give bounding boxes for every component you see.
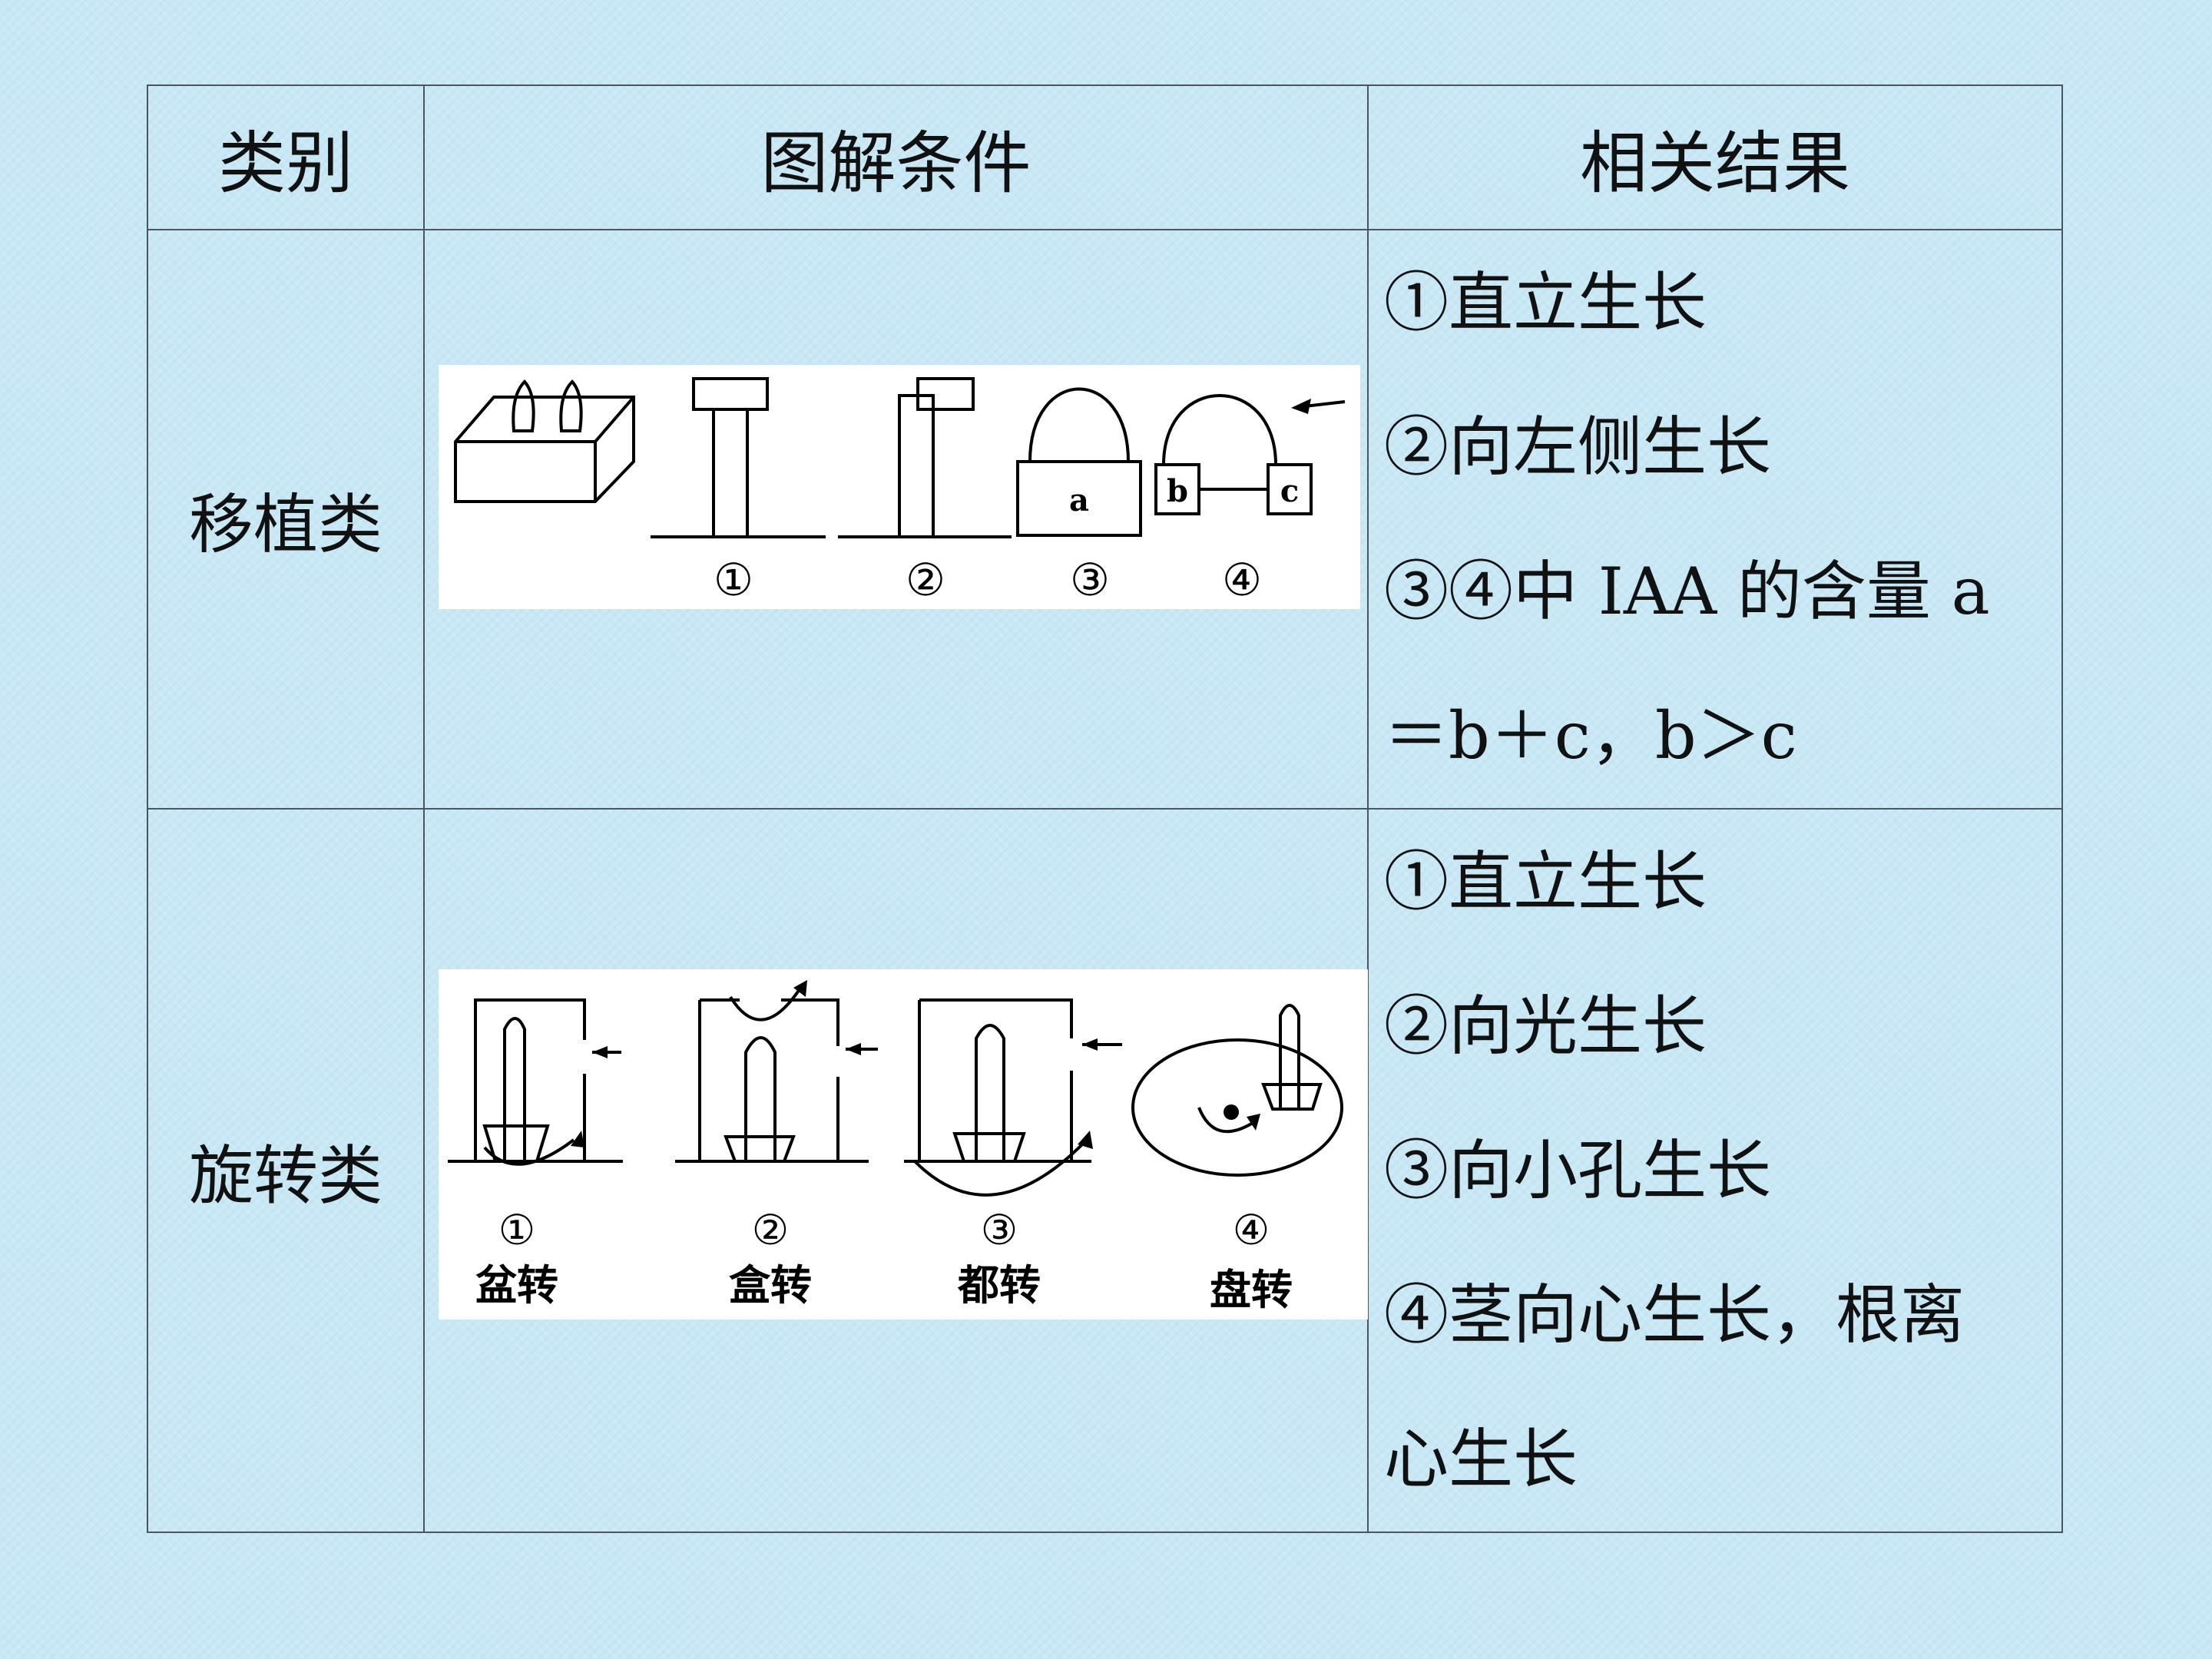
- center-dot-icon: [1224, 1104, 1239, 1120]
- comparison-table: 类别 图解条件 相关结果 移植类: [147, 84, 2063, 1533]
- figure-number-4: ④: [1233, 1206, 1270, 1254]
- result-line: ①直立生长: [1384, 844, 1707, 919]
- figure-number-1: ①: [714, 554, 753, 606]
- result-line: ②向光生长: [1384, 988, 1707, 1064]
- tip-arc-icon: [1028, 387, 1130, 462]
- agar-block-a-icon: [1016, 460, 1142, 537]
- caption-box-rotates: 盒转: [729, 1260, 812, 1310]
- rotation-diagram-svg: ① ② ③ ④ 盆转 盒转 都转 盘转: [448, 980, 1343, 1314]
- result-line: 心生长: [1384, 1422, 1578, 1497]
- agar-cap-icon: [692, 377, 769, 411]
- caption-pot-rotates: 盆转: [475, 1260, 558, 1310]
- tip-arc-icon: [1162, 394, 1277, 465]
- result-line: ＝b＋c，b＞c: [1384, 698, 1797, 773]
- result-transplant: ①直立生长 ②向左侧生长 ③④中 IAA 的含量 a ＝b＋c，b＞c: [1367, 229, 2063, 810]
- figure-number-4: ④: [1222, 554, 1262, 606]
- category-rotation: 旋转类: [147, 808, 425, 1533]
- figure-number-2: ②: [906, 554, 945, 606]
- result-line: ④茎向心生长，根离: [1384, 1277, 1965, 1353]
- rotation-arrow-icon: [913, 1138, 1088, 1197]
- rotation-arrow-icon: [729, 988, 801, 1022]
- header-row: 类别 图解条件 相关结果: [147, 84, 2063, 230]
- box-icon: [474, 998, 586, 1161]
- figure-number-3: ③: [1070, 554, 1110, 606]
- turntable-icon: [1131, 1038, 1343, 1177]
- coleoptile-tip-icon: [559, 379, 583, 432]
- label-c: c: [1280, 473, 1299, 509]
- header-result: 相关结果: [1367, 84, 2063, 230]
- seedling-icon: [975, 1024, 1005, 1161]
- stem-icon: [712, 408, 749, 538]
- figure-number-2: ②: [752, 1206, 789, 1254]
- table-row-rotation: 旋转类: [147, 808, 2063, 1533]
- coleoptile-tip-icon: [512, 379, 535, 432]
- stem-icon: [898, 394, 935, 538]
- header-diagram: 图解条件: [423, 84, 1369, 230]
- result-rotation: ①直立生长 ②向光生长 ③向小孔生长 ④茎向心生长，根离 心生长: [1367, 808, 2063, 1533]
- caption-disk-rotates: 盘转: [1210, 1265, 1293, 1314]
- seedling-icon: [744, 1036, 777, 1161]
- result-line: ②向左侧生长: [1384, 409, 1772, 485]
- pot-icon: [1261, 1083, 1323, 1111]
- category-transplant: 移植类: [147, 229, 425, 810]
- figure-number-3: ③: [981, 1206, 1018, 1254]
- seedling-icon: [503, 1017, 526, 1161]
- header-category: 类别: [147, 84, 425, 230]
- caption-both-rotate: 都转: [957, 1260, 1041, 1310]
- table-row-transplant: 移植类: [147, 229, 2063, 810]
- rotation-arrow-icon: [1197, 1107, 1254, 1134]
- light-arrow-icon: [1304, 400, 1346, 408]
- result-line: ③向小孔生长: [1384, 1133, 1772, 1208]
- label-b: b: [1167, 473, 1188, 509]
- diagram-cell-rotation: ① ② ③ ④ 盆转 盒转 都转 盘转: [423, 808, 1369, 1533]
- rotation-diagram: ① ② ③ ④ 盆转 盒转 都转 盘转: [439, 969, 1368, 1320]
- label-a: a: [1069, 482, 1089, 518]
- arrowhead-icon: [1291, 399, 1311, 414]
- diagram-cell-transplant: a b c ① ② ③ ④: [423, 229, 1369, 810]
- result-line: ③④中 IAA 的含量 a: [1384, 554, 1990, 629]
- transplant-diagram: a b c ① ② ③ ④: [439, 365, 1360, 609]
- result-line: ①直立生长: [1384, 265, 1707, 340]
- figure-number-1: ①: [498, 1206, 535, 1254]
- seedling-icon: [1279, 1004, 1300, 1084]
- transplant-diagram-svg: a b c ① ② ③ ④: [454, 377, 1346, 606]
- agar-block-icon: [454, 396, 635, 503]
- rotation-arrow-icon: [483, 1138, 575, 1166]
